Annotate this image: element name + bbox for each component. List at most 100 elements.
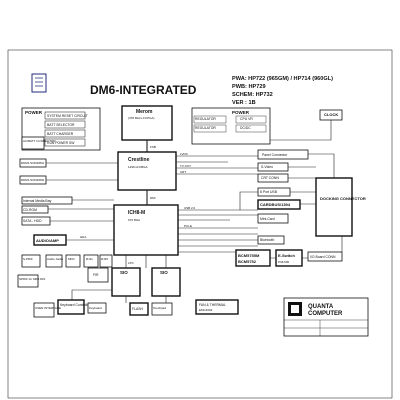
crestline-title: Crestline <box>128 157 150 163</box>
bluetooth-box <box>257 235 285 245</box>
cpuvr-sub-box <box>235 115 267 124</box>
audio-jacks-box <box>45 254 63 268</box>
bcm-line1: BCM5755M <box>238 253 260 258</box>
power-block-right: POWER REGULATOR REGULATOR CPU VR DC/DC <box>191 107 271 145</box>
power-left-item-1: SYSTEM RESET CIRCUIT <box>47 114 88 118</box>
sio-left-label: SIO <box>120 270 128 275</box>
rj45-label: RJ45 <box>101 257 108 261</box>
power-left-title: POWER <box>25 110 43 115</box>
crt-conn-label: CRT CONN <box>261 176 279 180</box>
cardbus-label: CARDBUS/1394 <box>260 202 291 207</box>
eswitch-line2: PI3L500 <box>278 260 290 264</box>
rj11-label: RJ11 <box>86 257 93 261</box>
sheet-border <box>7 49 393 399</box>
spdif-din-label: SPDIF for MIDI DIN <box>19 277 45 281</box>
logo <box>31 73 47 93</box>
svideo-label: S-Video <box>261 165 273 169</box>
crestline-sub: 1299 uFCBGA <box>128 165 148 169</box>
schem-label: SCHEM: HP732 <box>232 92 273 98</box>
usb-branch-line <box>239 191 258 210</box>
io-board-box <box>307 251 343 262</box>
fan-thermal-line1: FAN & THERMAL <box>199 303 226 307</box>
flash-box <box>129 302 149 316</box>
minicard-box <box>257 213 289 224</box>
ver-label: VER : 1B <box>232 100 256 106</box>
sio-right-label: SIO <box>160 270 168 275</box>
pwb-label: PWB: HP729 <box>232 84 266 90</box>
power-right-item-2: REGULATOR <box>195 126 216 130</box>
spdif-din-box <box>17 274 39 288</box>
quanta-line1: QUANTA <box>308 304 334 310</box>
eswitch-line1: E-Switch <box>278 253 295 258</box>
dmi-label: DMI <box>150 196 156 200</box>
mdc-label: MDC <box>68 257 76 261</box>
audio-jacks-label: Audio Jacks <box>47 257 64 261</box>
power-right-item-1: REGULATOR <box>195 117 216 121</box>
dcdc-sub-box <box>235 124 267 133</box>
hda-label: HDA <box>80 235 86 239</box>
touchpad-box <box>151 302 173 316</box>
lpc-lines <box>125 255 167 268</box>
bcm-line2: BCM5752 <box>238 259 257 264</box>
docking-title: DOCKING CONNECTOR <box>320 196 366 201</box>
power-right-item-3: CPU VR <box>240 117 253 121</box>
ich8m-sub: 676 BGA <box>128 218 140 222</box>
diagram-title: DM6-INTEGRATED <box>90 83 197 97</box>
ddr2-sodimm1-label: DDR2-SODIMM1 <box>21 161 44 165</box>
docking-lines <box>288 153 343 252</box>
sata-hdd-label: SATA - HDD <box>23 219 42 223</box>
panel-connector-box <box>257 149 309 160</box>
panel-connector-label: Panel Connector <box>262 153 288 157</box>
flash-label: FLASH <box>132 307 143 311</box>
crestline-box <box>117 151 177 191</box>
mdc-box <box>65 254 81 268</box>
merom-cpu-box <box>121 105 173 141</box>
power-right-item-4: DC/DC <box>240 126 251 130</box>
fir-label: FIR <box>93 273 99 277</box>
power-right-title: POWER <box>232 110 250 115</box>
usb-label: USB 2.0 <box>184 206 196 210</box>
fan-thermal-line2: EMC4002 <box>199 308 213 312</box>
reg2-sub-box <box>193 124 227 133</box>
storage-lines <box>48 199 114 222</box>
cdrom-label: CD-ROM <box>23 208 37 212</box>
user-interface-box <box>33 302 55 318</box>
spdif-box <box>21 254 41 268</box>
user-interface-label: USER INTERFACE <box>35 306 61 310</box>
power-left-item-2: BATT SELECTOR <box>47 123 75 127</box>
lvds-label: LVDS <box>180 152 188 156</box>
fan-thermal-box <box>195 299 239 315</box>
minicard-label: Mini-Card <box>260 217 275 221</box>
spdif-label: S-PDIF <box>23 257 33 261</box>
pcie-label: PCI-E <box>184 224 192 228</box>
audio-amp-label: AUDIO/AMP <box>36 238 59 243</box>
lan-lines <box>178 251 308 259</box>
merom-sub: (478 Micro-FCPGA) <box>128 116 155 120</box>
merom-title: Merom <box>136 109 153 115</box>
ich-right-lines <box>178 209 258 247</box>
cdrom-box <box>21 205 49 214</box>
lpc-label: LPC <box>128 261 135 265</box>
internal-media-bay-box <box>21 196 73 205</box>
port-usb-label: 8 Port USB <box>260 190 278 194</box>
bluetooth-label: Bluetooth <box>260 238 274 242</box>
clock-label: CLOCK <box>324 112 338 117</box>
touchpad-label: Touchpad <box>153 306 166 310</box>
ddr2-lines <box>46 162 118 181</box>
keyboard-box <box>87 302 107 314</box>
keyboard-controller-label: Keyboard Controller <box>60 303 91 307</box>
tvout-label: TV OUT <box>180 164 191 168</box>
reg1-sub-box <box>193 115 227 124</box>
quanta-logo: QUANTA COMPUTER <box>283 297 369 337</box>
fir-box <box>87 267 109 283</box>
power-left-item-3: BATT CHARGER <box>47 132 74 136</box>
keyboard-controller-box <box>57 299 85 315</box>
power-left-item-4: RUN POWER SW <box>47 141 75 145</box>
quanta-line2: COMPUTER <box>308 311 343 317</box>
internal-media-bay-label: Internal Media Bay <box>23 199 52 203</box>
clock-line <box>270 120 332 141</box>
ich8m-box <box>113 204 179 256</box>
io-board-label: I/O Board CONN <box>310 255 336 259</box>
